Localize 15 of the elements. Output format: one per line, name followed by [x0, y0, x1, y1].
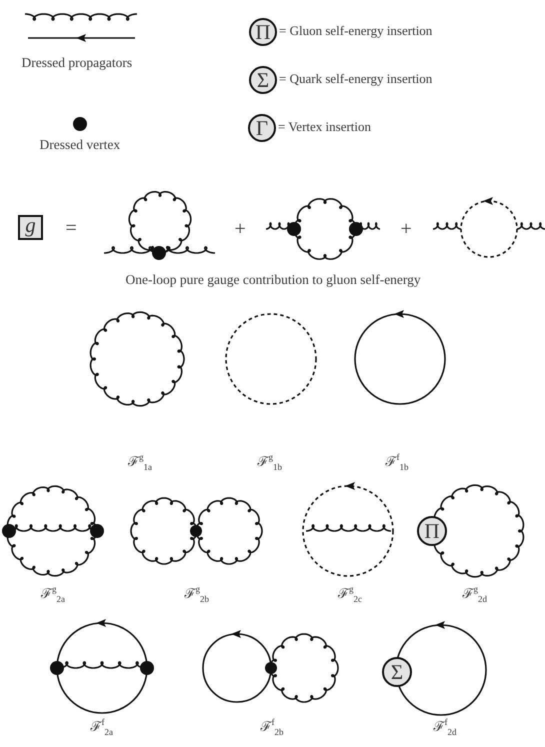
caption: One-loop pure gauge contribution to gluon self-energy: [126, 272, 421, 288]
legend-text: = Gluon self-energy insertion: [279, 23, 432, 39]
plus-sign: +: [400, 217, 412, 241]
caption: Dressed propagators: [22, 55, 132, 72]
insertion-circle: Π: [417, 516, 447, 546]
caption: Dressed vertex: [40, 137, 120, 154]
insertion-circle: Γ: [248, 114, 276, 142]
insertion-circle: Σ: [249, 66, 277, 94]
legend-text: = Vertex insertion: [278, 119, 372, 135]
insertion-circle: Π: [249, 18, 277, 46]
equals-sign: =: [66, 216, 77, 240]
plus-sign: +: [234, 217, 246, 241]
legend-text: = Quark self-energy insertion: [279, 71, 432, 87]
gluon-self-energy-box: g: [18, 215, 43, 240]
insertion-circle: Σ: [382, 657, 412, 687]
